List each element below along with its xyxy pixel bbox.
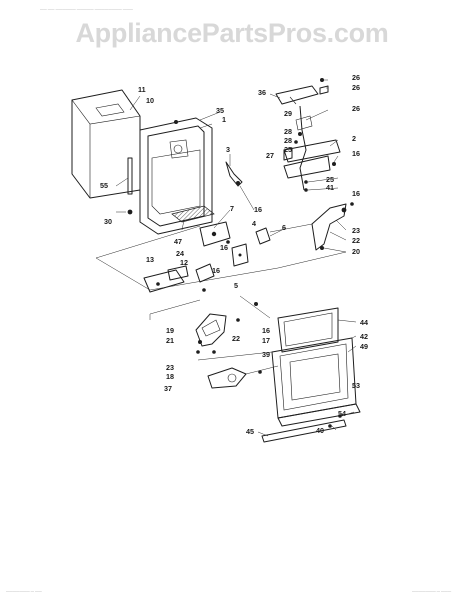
callout-10: 10 bbox=[146, 96, 154, 105]
microswitch-4 bbox=[255, 227, 271, 245]
callout-41: 41 bbox=[326, 183, 334, 192]
callout-39: 39 bbox=[262, 350, 270, 359]
door-panel-44 bbox=[277, 307, 339, 353]
callout-2: 2 bbox=[352, 134, 356, 143]
callout-40: 40 bbox=[316, 426, 324, 435]
callout-18: 18 bbox=[166, 372, 174, 381]
callout-13: 13 bbox=[146, 255, 154, 264]
callout-26: 26 bbox=[352, 104, 360, 113]
lever-3 bbox=[225, 161, 243, 187]
pins-21-23-18 bbox=[196, 340, 216, 354]
board-5 bbox=[231, 243, 249, 267]
screws-25-41 bbox=[304, 180, 308, 192]
bracket-2 bbox=[283, 139, 341, 179]
callout-16: 16 bbox=[352, 189, 360, 198]
callout-1: 1 bbox=[222, 115, 226, 124]
callout-36: 36 bbox=[258, 88, 266, 97]
pad-27 bbox=[283, 147, 293, 161]
door-base-53 bbox=[277, 403, 361, 427]
footer-right-text: ——————— — ——— bbox=[412, 589, 452, 593]
callout-21: 21 bbox=[166, 336, 174, 345]
callout-5: 5 bbox=[234, 281, 238, 290]
callout-labels: 11 10 35 1 3 55 30 47 7 4 16 16 36 29 28… bbox=[100, 73, 368, 436]
trim-45 bbox=[261, 419, 347, 443]
callout-45: 45 bbox=[246, 427, 254, 436]
screw-16-upper bbox=[332, 162, 336, 166]
leader-lines bbox=[95, 79, 357, 437]
callout-28: 28 bbox=[284, 127, 292, 136]
callout-19: 19 bbox=[166, 326, 174, 335]
link-arm-right bbox=[311, 203, 347, 251]
fittings-26 bbox=[319, 78, 329, 95]
screw-30 bbox=[127, 209, 133, 215]
callout-6: 6 bbox=[282, 223, 286, 232]
callout-49: 49 bbox=[360, 342, 368, 351]
drip-grille-47 bbox=[171, 205, 215, 223]
callout-37: 37 bbox=[164, 384, 172, 393]
callout-26: 26 bbox=[352, 83, 360, 92]
callout-16: 16 bbox=[220, 243, 228, 252]
trim-strip-55 bbox=[127, 157, 133, 195]
bracket-12 bbox=[167, 265, 189, 281]
callout-22: 22 bbox=[232, 334, 240, 343]
callout-11: 11 bbox=[138, 85, 146, 94]
door-glass-49 bbox=[289, 353, 341, 401]
callout-4: 4 bbox=[252, 219, 256, 228]
callout-16: 16 bbox=[352, 149, 360, 158]
callout-25: 25 bbox=[284, 145, 292, 154]
callout-27: 27 bbox=[266, 151, 274, 160]
callout-23: 23 bbox=[166, 363, 174, 372]
spring-28 bbox=[294, 132, 302, 144]
screw-16-left bbox=[202, 288, 206, 292]
bracket-13 bbox=[143, 269, 185, 293]
callout-42: 42 bbox=[360, 332, 368, 341]
callout-28: 28 bbox=[284, 136, 292, 145]
watermark: AppliancePartsPros.com bbox=[75, 18, 388, 48]
callout-44: 44 bbox=[360, 318, 368, 327]
screw-39 bbox=[258, 370, 262, 374]
callout-16: 16 bbox=[212, 266, 220, 275]
callout-16: 16 bbox=[262, 326, 270, 335]
page-header-text: —— —— —————— ————— ———————— ——— bbox=[40, 7, 133, 11]
callout-24: 24 bbox=[176, 249, 184, 258]
callout-30: 30 bbox=[104, 217, 112, 226]
callout-25: 25 bbox=[326, 175, 334, 184]
callout-3: 3 bbox=[226, 145, 230, 154]
lever-assembly-19 bbox=[195, 313, 227, 347]
cam-24 bbox=[195, 263, 215, 283]
callout-16: 16 bbox=[254, 205, 262, 214]
callout-55: 55 bbox=[100, 181, 108, 190]
callout-17: 17 bbox=[262, 336, 270, 345]
cover-36 bbox=[275, 85, 319, 105]
callout-22: 22 bbox=[352, 236, 360, 245]
callout-29: 29 bbox=[284, 109, 292, 118]
callout-47: 47 bbox=[174, 237, 182, 246]
callout-23: 23 bbox=[352, 226, 360, 235]
callout-53: 53 bbox=[352, 381, 360, 390]
callout-35: 35 bbox=[216, 106, 224, 115]
callout-26: 26 bbox=[352, 73, 360, 82]
screw-16-right bbox=[350, 202, 354, 206]
screws-54-40 bbox=[328, 414, 342, 428]
screw-22-16 bbox=[236, 302, 258, 322]
footer-left-text: ——————— — —— bbox=[6, 589, 42, 593]
actuator-37 bbox=[207, 367, 247, 389]
callout-7: 7 bbox=[230, 204, 234, 213]
callout-54: 54 bbox=[338, 409, 346, 418]
callout-12: 12 bbox=[180, 258, 188, 267]
callout-20: 20 bbox=[352, 247, 360, 256]
